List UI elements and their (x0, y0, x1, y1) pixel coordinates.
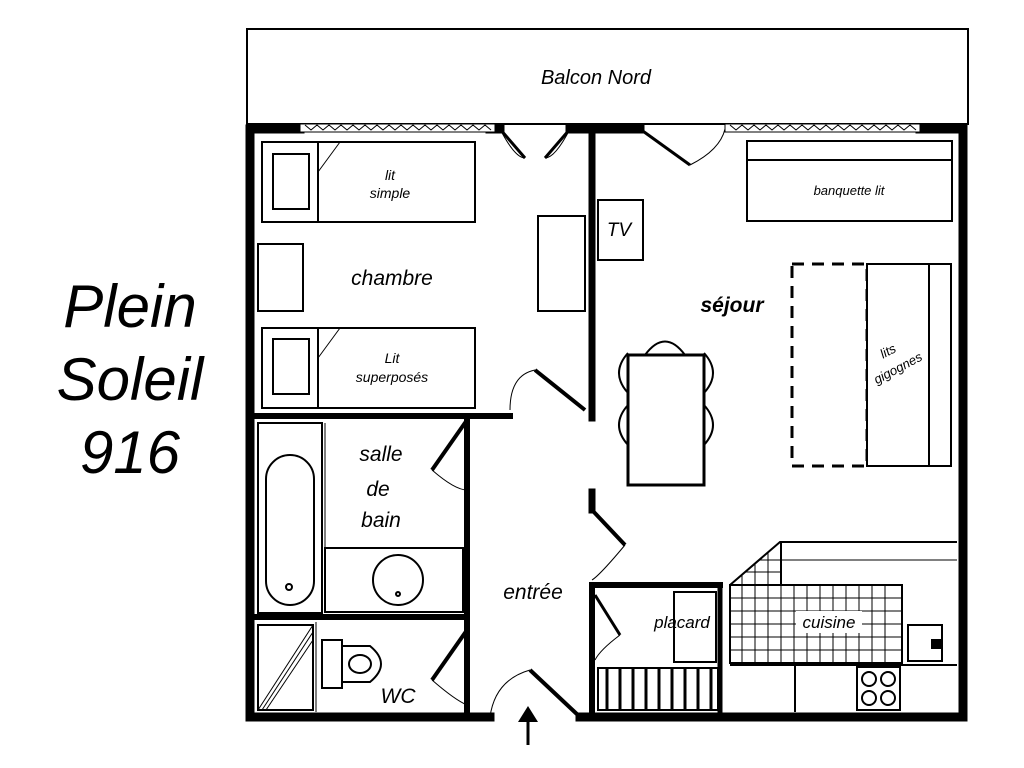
closet-door-panel (673, 591, 717, 663)
fridge (907, 624, 943, 662)
balcony (246, 28, 969, 125)
balcony-door-bedroom (498, 128, 572, 159)
bathroom-sink (324, 547, 464, 613)
trundle-bed-extended (790, 262, 869, 468)
bath-label-1: salle (359, 443, 402, 466)
living-label: séjour (700, 294, 765, 317)
tv-unit (597, 199, 644, 261)
outer-walls (245, 124, 968, 722)
dining-table (618, 340, 714, 487)
entrance-label: entrée (503, 581, 563, 604)
bunk-label-1: Lit (385, 350, 401, 366)
bunk-label-2: superposés (356, 369, 428, 385)
balcony-door-living (639, 127, 726, 167)
balcony-label: Balcon Nord (541, 67, 652, 89)
bedroom-label: chambre (351, 267, 433, 290)
tv-label: TV (607, 220, 634, 241)
entrance-arrow (518, 706, 538, 745)
title-number: 916 (79, 419, 181, 486)
closet-shelving (597, 667, 719, 711)
cooktop (856, 666, 901, 711)
title-plein: Plein (63, 273, 197, 340)
bath-label-2: de (366, 478, 389, 501)
closet-label: placard (653, 613, 710, 632)
single-bed-label-1: lit (385, 167, 396, 183)
wc-label: WC (381, 685, 417, 708)
interior-walls (252, 126, 723, 715)
title-soleil: Soleil (56, 346, 204, 413)
single-bed (261, 141, 476, 223)
bath-label-3: bain (361, 509, 401, 532)
bathtub (257, 422, 323, 614)
sofa-bed-label: banquette lit (814, 183, 886, 198)
counter (730, 664, 957, 712)
shower-tray (257, 624, 314, 711)
trundle-label-1: lits (877, 340, 899, 361)
living-window (724, 123, 921, 133)
bedroom-window (299, 123, 496, 133)
single-bed-label-2: simple (370, 185, 411, 201)
wardrobe (537, 215, 586, 312)
kitchen-tiles (729, 541, 957, 664)
toilet (321, 639, 382, 689)
interior-doors (430, 368, 627, 719)
bunk-bed (261, 327, 476, 409)
kitchen-label-bg (796, 611, 862, 633)
nightstand (257, 243, 304, 312)
kitchen-label: cuisine (803, 613, 856, 632)
sofa-bed (746, 140, 953, 222)
trundle-bed (866, 263, 952, 467)
